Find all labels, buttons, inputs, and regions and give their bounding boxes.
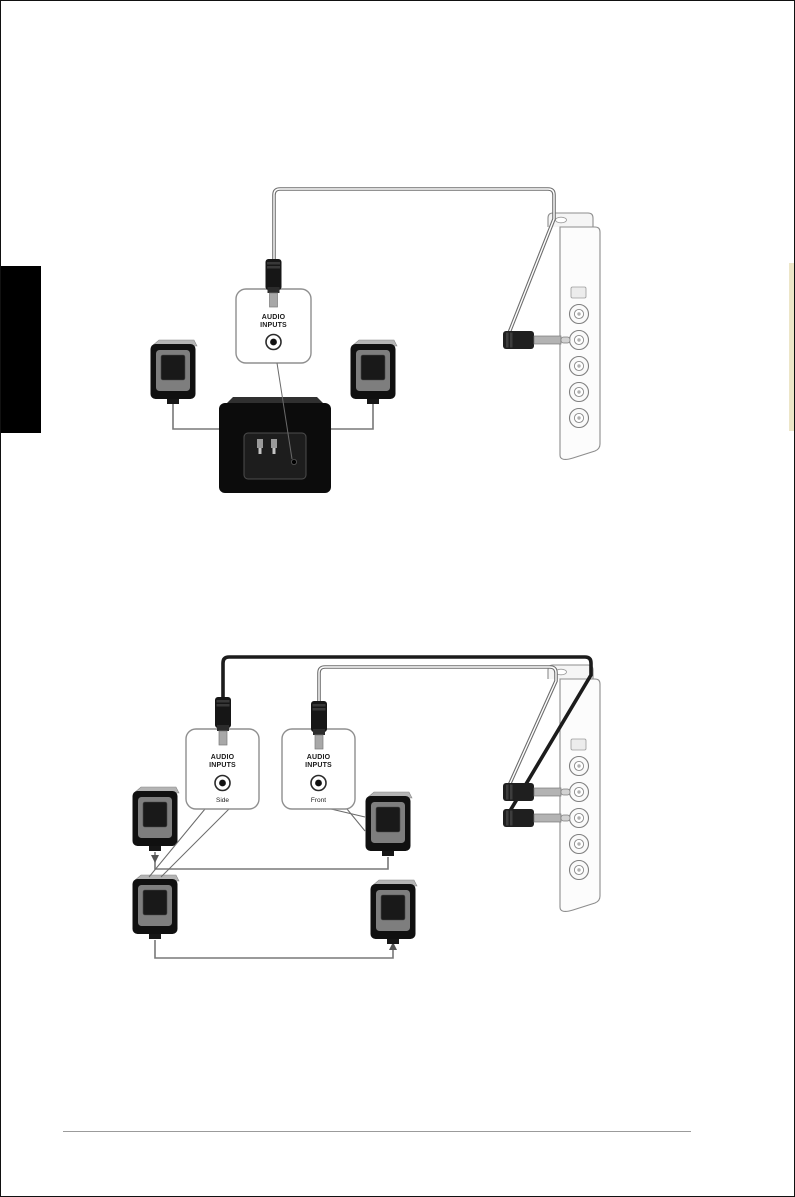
rear-speaker-pair-wire — [154, 940, 397, 959]
edge-strip — [789, 263, 794, 431]
side-audio-inputs-box: AUDIO INPUTS Side — [185, 728, 260, 810]
left-satellite-speaker — [150, 339, 198, 405]
audio-inputs-label-line1: AUDIO — [262, 314, 286, 321]
chapter-tab — [1, 266, 41, 433]
right-satellite-speaker — [350, 339, 398, 405]
footer-divider — [63, 1131, 691, 1132]
left-speaker-wire — [172, 404, 219, 430]
subwoofer — [219, 397, 331, 493]
front-box-pointer-lines — [330, 808, 366, 832]
subwoofer-audio-input-jack — [290, 458, 297, 465]
jack-pointer-line — [276, 362, 293, 460]
front-speaker-pair-wire — [151, 852, 389, 870]
side-audio-cable — [221, 655, 593, 817]
side-box-label-line1: AUDIO — [211, 754, 235, 761]
side-box-pointer-lines — [148, 808, 230, 878]
diagram-quad-speaker-connection: AUDIO INPUTS Side AUDIO INPUTS Front — [132, 655, 601, 959]
up-arrow-icon — [389, 942, 397, 950]
front-left-speaker — [132, 786, 180, 852]
subwoofer-input-plug — [271, 439, 277, 448]
rear-right-speaker — [370, 879, 418, 945]
right-speaker-wire — [331, 404, 374, 430]
side-box-sublabel: Side — [216, 797, 229, 804]
down-arrow-icon — [151, 855, 159, 863]
front-audio-cable — [317, 665, 558, 791]
subwoofer-input-plug — [257, 439, 263, 448]
front-box-sublabel: Front — [311, 797, 326, 804]
audio-cable — [272, 187, 556, 339]
audio-inputs-box: AUDIO INPUTS — [235, 288, 312, 364]
front-box-label-line2: INPUTS — [305, 762, 332, 769]
front-right-speaker — [365, 791, 413, 857]
side-box-label-line2: INPUTS — [209, 762, 236, 769]
diagram-stereo-speaker-connection: AUDIO INPUTS — [150, 187, 601, 493]
front-box-label-line1: AUDIO — [307, 754, 331, 761]
audio-inputs-label-line2: INPUTS — [260, 322, 287, 329]
rear-left-speaker — [132, 874, 180, 940]
front-audio-inputs-box: AUDIO INPUTS Front — [281, 728, 356, 810]
